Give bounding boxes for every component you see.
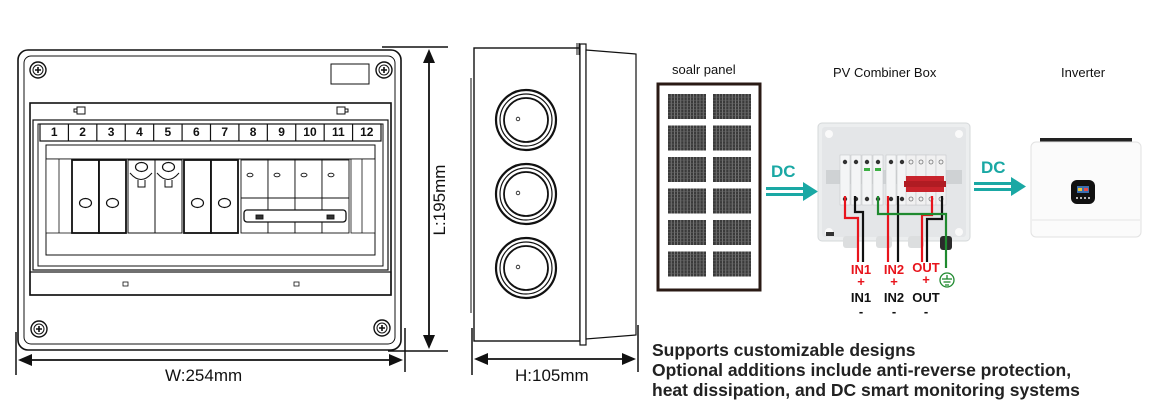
slot-number: 12 <box>360 125 374 139</box>
fuse-holder <box>71 159 100 234</box>
dc-label-2: DC <box>981 158 1006 177</box>
length-dimension <box>382 46 448 352</box>
slot-number: 2 <box>79 125 86 139</box>
slot-number: 11 <box>332 125 345 139</box>
cover-clip-icon <box>336 106 349 115</box>
cable-gland <box>494 162 558 226</box>
depth-dimension <box>471 325 639 375</box>
terminal-in1: IN1 + IN1 - <box>846 262 876 319</box>
breaker-handle <box>243 209 347 223</box>
wiring <box>843 196 948 268</box>
terminal-out-pos-label: OUT <box>912 260 940 275</box>
terminal-in1-neg-sign: - <box>858 304 864 319</box>
terminal-out-neg-label: OUT <box>912 290 940 305</box>
din-device <box>885 154 897 206</box>
terminal-in2-neg-label: IN2 <box>883 290 905 305</box>
slot-number: 9 <box>278 125 285 139</box>
terminal-in1-neg-label: IN1 <box>850 290 872 305</box>
combiner-box-title: PV Combiner Box <box>833 65 937 80</box>
dc-breaker <box>240 159 350 234</box>
screw-icon <box>375 61 393 79</box>
width-dimension <box>15 328 406 375</box>
enclosure-inner <box>23 55 396 345</box>
terminal-in1-pos-sign: + <box>857 274 865 289</box>
screw-icon <box>29 61 47 79</box>
dc-label-1: DC <box>771 162 796 181</box>
surge-protector <box>154 159 183 234</box>
fuse-holder <box>183 159 212 234</box>
terminal-in2: IN2 + IN2 - <box>879 262 909 319</box>
feature-line-2: Optional additions include anti-reverse … <box>652 360 1072 380</box>
fuse-holder <box>98 159 127 234</box>
feature-line-3: heat dissipation, and DC smart monitorin… <box>652 380 1080 400</box>
slot-number: 8 <box>249 125 257 139</box>
dc-arrow-1 <box>766 182 818 201</box>
cover-clip-icon <box>73 106 86 115</box>
fuse-holder <box>210 159 239 234</box>
solar-panel <box>656 82 762 292</box>
ground-icon <box>939 272 955 288</box>
slot-number: 6 <box>192 125 200 139</box>
terminal-out-neg-sign: - <box>923 304 929 319</box>
label-window <box>330 63 370 85</box>
slot-number: 10 <box>303 125 317 139</box>
surge-protector <box>127 159 156 234</box>
combiner-box-photo <box>817 122 971 250</box>
cable-gland <box>494 236 558 300</box>
dc-arrow-2 <box>974 177 1026 196</box>
slot-number: 7 <box>221 125 229 139</box>
terminal-out-pos-sign: + <box>922 272 930 287</box>
inverter-photo <box>1030 138 1142 238</box>
screw-icon <box>373 319 391 337</box>
screw-icon <box>30 320 48 338</box>
terminal-in2-pos-label: IN2 <box>883 262 905 277</box>
width-label: W:254mm <box>165 366 243 385</box>
slot-number: 1 <box>50 125 58 139</box>
terminal-in1-pos-label: IN1 <box>850 262 872 277</box>
features-block: Supports customizable designs Optional a… <box>652 340 1080 400</box>
slot-number: 3 <box>107 125 115 139</box>
cable-gland <box>494 88 558 152</box>
solar-panel-title: soalr panel <box>672 62 736 77</box>
feature-line-1: Supports customizable designs <box>652 340 916 360</box>
slot-number: 5 <box>164 125 172 139</box>
terminal-in2-neg-sign: - <box>891 304 897 319</box>
terminal-out: OUT + OUT - <box>910 260 942 319</box>
depth-label: H:105mm <box>515 366 589 385</box>
din-device <box>861 154 873 206</box>
inverter-title: Inverter <box>1061 65 1106 80</box>
slot-number: 4 <box>136 125 143 139</box>
terminal-in2-pos-sign: + <box>890 274 898 289</box>
length-label: L:195mm <box>430 164 449 236</box>
